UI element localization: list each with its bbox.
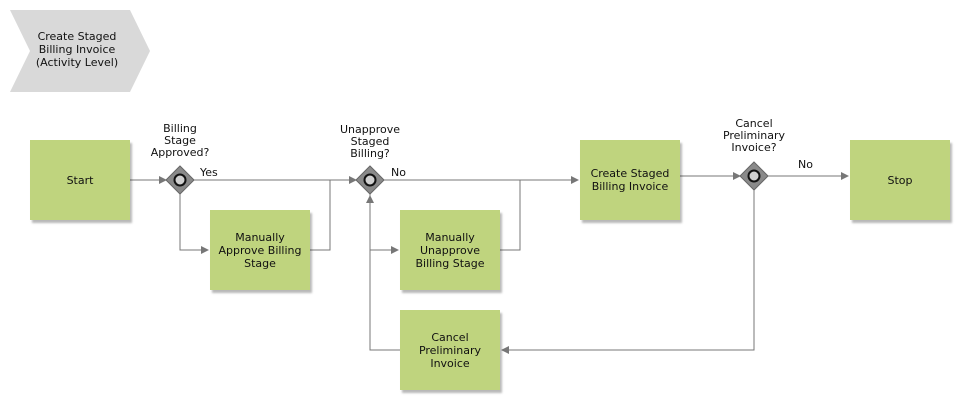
gateway-label-billing-stage-approved: Billing Stage Approved? (150, 122, 210, 159)
gateway-billing-stage-approved (165, 165, 195, 195)
cancel-preliminary-invoice[interactable]: Cancel Preliminary Invoice (400, 310, 500, 390)
edge-manual-approve-return (310, 180, 331, 251)
manually-approve-billing-stage[interactable]: Manually Approve Billing Stage (210, 210, 310, 290)
edge-approved-to-manual (179, 194, 209, 254)
gateway-label-unapprove-staged-billing: Unapprove Staged Billing? (339, 123, 401, 160)
edge-unapprove-to-manual (369, 194, 399, 254)
diagram-title: Create Staged Billing Invoice (Activity … (35, 30, 119, 69)
edge-label-no-unapprove: No (391, 166, 406, 179)
edge-manual-unapprove-return (500, 180, 521, 251)
edge-label-yes: Yes (200, 166, 218, 179)
gateway-label-cancel-preliminary-invoice: Cancel Preliminary Invoice? (722, 117, 786, 154)
edge-cancel-return (366, 195, 400, 351)
edge-cancel-yes (501, 190, 755, 354)
create-staged-billing-invoice[interactable]: Create Staged Billing Invoice (580, 140, 680, 220)
diagram-title-chevron (10, 10, 150, 92)
edge-label-no-cancel: No (798, 158, 813, 171)
gateway-unapprove-staged-billing (355, 165, 385, 195)
gateway-cancel-preliminary-invoice (739, 161, 769, 191)
start-node[interactable]: Start (30, 140, 130, 220)
stop-node[interactable]: Stop (850, 140, 950, 220)
manually-unapprove-billing-stage[interactable]: Manually Unapprove Billing Stage (400, 210, 500, 290)
